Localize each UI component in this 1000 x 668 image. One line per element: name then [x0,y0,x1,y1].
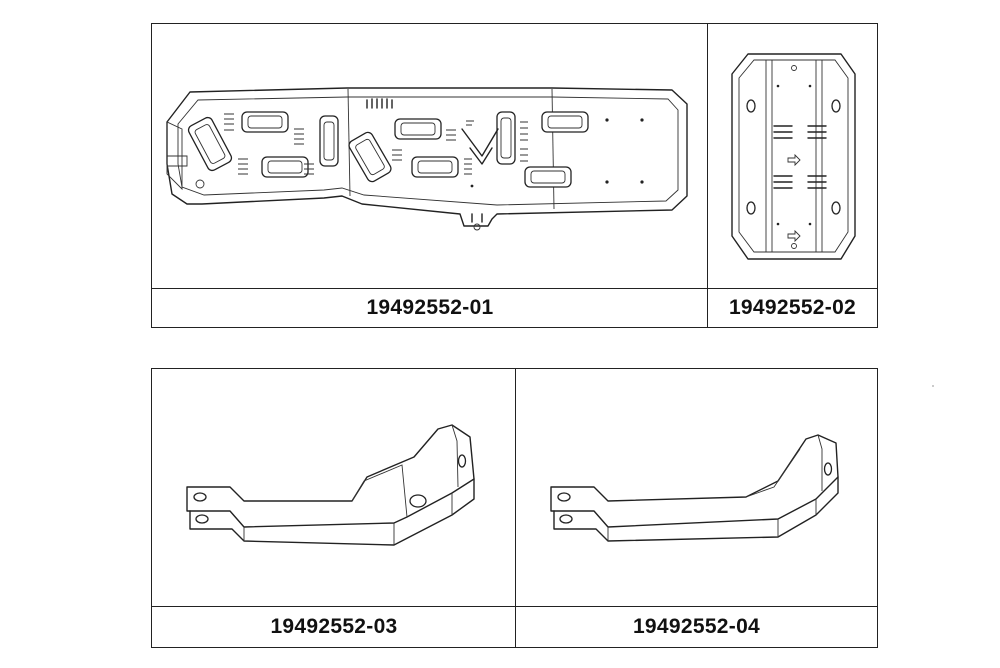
bracket-left-icon [186,424,475,546]
skid-plate-square-icon [731,53,856,260]
part-01-label: 19492552-01 [152,288,708,327]
part-04-drawing [516,369,877,607]
part-01-drawing [152,24,708,289]
bracket-right-icon [550,434,839,542]
part-04-label: 19492552-04 [516,606,877,647]
scan-speck [932,385,934,387]
skid-plate-long-icon [166,87,688,231]
part-02-label: 19492552-02 [708,288,877,327]
part-02-drawing [708,24,877,289]
part-03-drawing [152,369,516,607]
part-02-cell: 19492552-02 [707,23,878,328]
part-03-cell: 19492552-03 [151,368,517,648]
part-03-label: 19492552-03 [152,606,516,647]
part-01-cell: 19492552-01 [151,23,709,328]
part-04-cell: 19492552-04 [515,368,878,648]
